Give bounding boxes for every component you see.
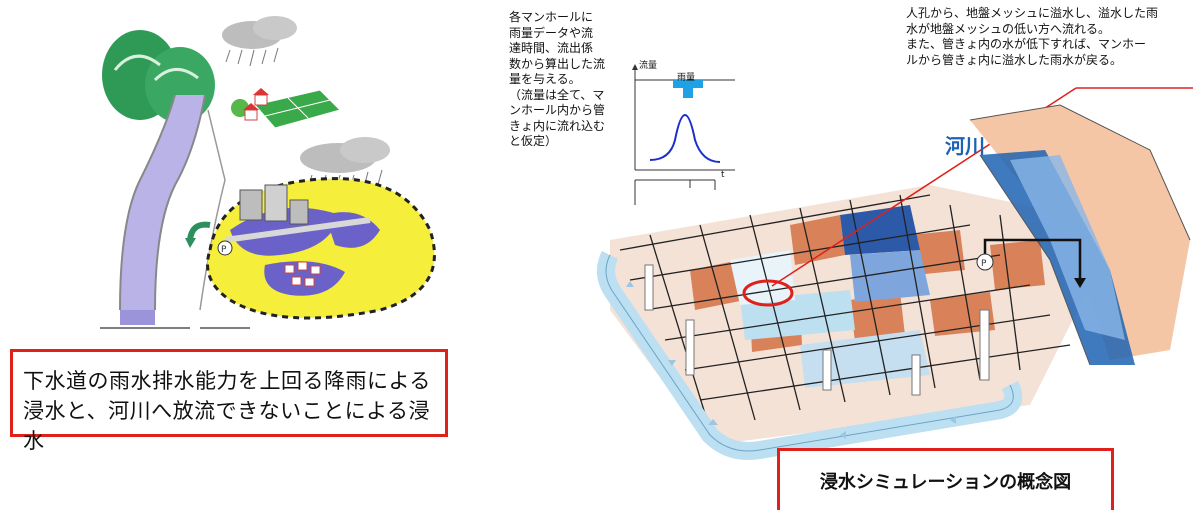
hydrograph-t-label: t: [721, 170, 725, 180]
svg-text:P: P: [221, 245, 227, 255]
river-label: 河川: [945, 134, 985, 158]
pump-label: P: [981, 259, 987, 269]
manhole-icon: [644, 264, 990, 396]
left-caption-line-1: 下水道の雨水排水能力を上回る降雨による: [23, 369, 431, 393]
hydrograph-rain-label: 雨量: [677, 73, 696, 83]
hydrograph-y-label: 流量: [639, 61, 658, 71]
sewer-pipe-network: [597, 250, 1023, 460]
rice-field-icon: [254, 89, 341, 129]
pump-station-icon: P: [185, 221, 233, 256]
flooded-area: [206, 177, 436, 320]
right-caption-box: 浸水シミュレーションの概念図: [777, 448, 1114, 510]
hydrograph-chart: [632, 64, 735, 205]
river-channel: [969, 104, 1191, 366]
right-caption: 浸水シミュレーションの概念図: [819, 472, 1072, 493]
rain-cloud-icon: [222, 16, 297, 67]
left-caption-line-2: 浸水と、河川へ放流できないことによる浸水: [23, 399, 431, 453]
manhole-flow-note: 各マンホールに 雨量データや流 達時間、流出係 数から算出した流 量を与える。 …: [509, 10, 606, 148]
ground-mesh: [610, 185, 1120, 445]
house-icon: [231, 88, 269, 121]
overflow-note: 人孔から、地盤メッシュに溢水し、溢水した雨 水が地盤メッシュの低い方へ流れる。 …: [906, 6, 1159, 67]
overflow-highlight: [742, 279, 794, 307]
left-caption-box: 下水道の雨水排水能力を上回る降雨による 浸水と、河川へ放流できないことによる浸水: [10, 349, 448, 453]
pump-station-icon: P: [976, 238, 1086, 288]
inundation-simulation-diagram: P: [597, 64, 1193, 460]
urban-flood-illustration: P: [100, 16, 436, 329]
